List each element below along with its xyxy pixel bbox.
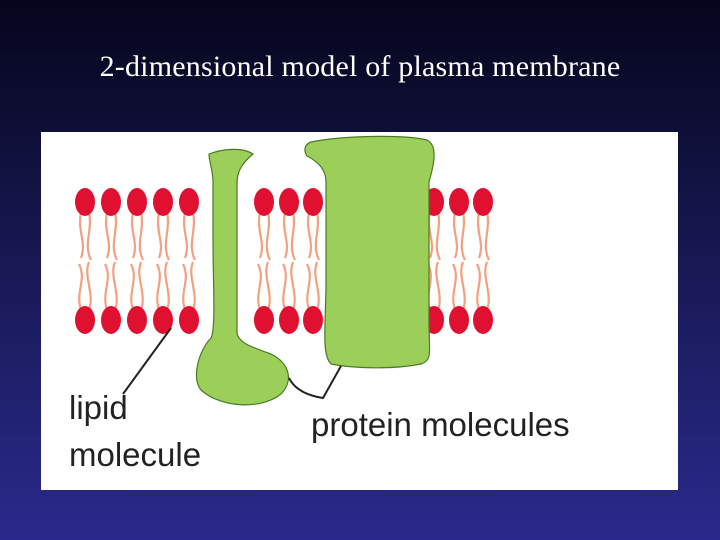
lipid-tail	[306, 211, 313, 259]
lipid-molecule	[127, 188, 147, 334]
lipid-head	[153, 188, 173, 216]
lipid-molecule	[279, 188, 299, 334]
lipid-head	[473, 188, 493, 216]
lipid-molecule	[473, 188, 493, 334]
lipid-head	[303, 306, 323, 334]
lipid-tail	[265, 211, 272, 261]
lipid-head	[101, 188, 121, 216]
lipid-tail	[164, 211, 171, 261]
lipid-molecule	[449, 188, 469, 334]
lipid-molecule	[254, 188, 274, 334]
lipid-head	[279, 188, 299, 216]
lipid-tail	[77, 263, 83, 311]
lipid-head	[127, 306, 147, 334]
lipid-tail	[460, 261, 466, 311]
lipid-tail	[282, 211, 289, 259]
lipid-molecule	[303, 188, 323, 334]
protein-label: protein molecules	[311, 406, 570, 443]
lipid-tail	[129, 263, 135, 311]
lipid-tail	[314, 261, 320, 311]
lipid-tail	[484, 211, 491, 261]
lipid-label-line2: molecule	[69, 436, 201, 473]
protein-molecule-left	[196, 148, 289, 406]
lipid-tail	[257, 211, 264, 259]
lipid-tail	[460, 211, 467, 261]
lipid-head	[101, 306, 121, 334]
lipid-head	[279, 306, 299, 334]
lipid-tail	[435, 261, 441, 311]
lipid-head	[75, 306, 95, 334]
lipid-tail	[451, 263, 457, 311]
lipid-tail	[156, 211, 163, 259]
lipid-tail	[290, 261, 296, 311]
lipid-tail	[104, 211, 111, 259]
lipid-tail	[138, 261, 144, 311]
lipid-head	[449, 306, 469, 334]
lipid-tail	[314, 211, 321, 261]
lipid-label-line1: lipid	[69, 389, 128, 426]
lipid-head	[254, 306, 274, 334]
leader-lines	[122, 327, 342, 400]
lipid-tail	[86, 211, 93, 261]
lipid-head	[127, 188, 147, 216]
lipid-head	[473, 306, 493, 334]
lipid-molecule	[101, 188, 121, 334]
lipid-tail	[190, 211, 197, 261]
lipid-head	[449, 188, 469, 216]
lipid-tail	[138, 211, 145, 261]
lipid-tail	[435, 211, 442, 261]
lipid-molecule	[75, 188, 95, 334]
lipid-tail	[484, 261, 490, 311]
lipid-tail	[155, 263, 161, 311]
lipid-tail	[281, 263, 287, 311]
lipid-tail	[290, 211, 297, 261]
lipid-head	[303, 188, 323, 216]
lipid-tail	[181, 263, 187, 311]
lipid-tail	[182, 211, 189, 259]
lipid-tail	[475, 263, 481, 311]
lipid-tail	[130, 211, 137, 259]
membrane-diagram: lipid molecule protein molecules	[69, 135, 570, 473]
lipid-tail	[190, 261, 196, 311]
lipid-head	[179, 306, 199, 334]
lipid-molecule	[179, 188, 199, 334]
slide-title: 2-dimensional model of plasma membrane	[99, 50, 621, 83]
lipid-tail	[103, 263, 109, 311]
protein-molecule-right	[304, 135, 435, 369]
lipid-tail	[112, 261, 118, 311]
lipid-tail	[164, 261, 170, 311]
lipid-head	[179, 188, 199, 216]
lipid-tail	[86, 261, 92, 311]
protein-leader-line	[288, 365, 342, 400]
lipid-tail	[265, 261, 271, 311]
lipid-tail	[78, 211, 85, 259]
lipid-tail	[305, 263, 311, 311]
lipid-head	[75, 188, 95, 216]
lipid-tail	[112, 211, 119, 261]
lipid-bilayer	[75, 188, 493, 334]
lipid-head	[254, 188, 274, 216]
membrane-diagram-panel: lipid molecule protein molecules	[41, 132, 678, 490]
lipid-molecule	[153, 188, 173, 334]
lipid-tail	[452, 211, 459, 259]
lipid-leader-line	[122, 327, 172, 395]
lipid-head	[153, 306, 173, 334]
lipid-tail	[256, 263, 262, 311]
lipid-tail	[476, 211, 483, 259]
